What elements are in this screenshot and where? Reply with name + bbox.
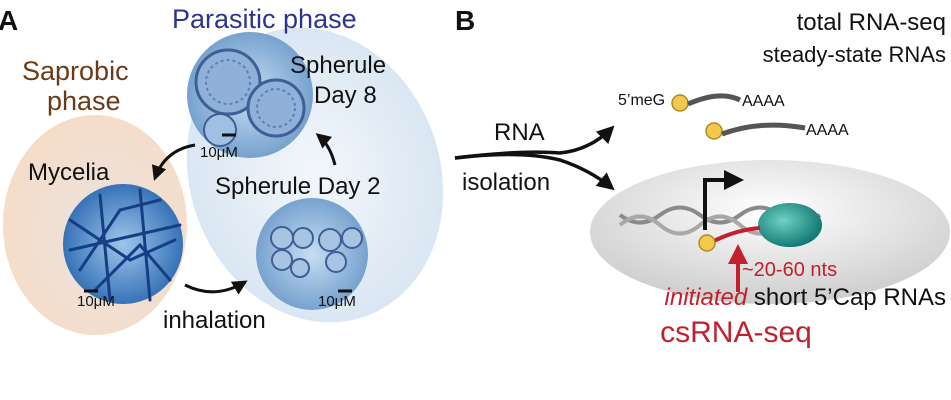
mycelia-label: Mycelia bbox=[28, 159, 110, 186]
panel-b-label: B bbox=[455, 5, 475, 36]
nascent-cap-icon bbox=[698, 234, 716, 252]
spherule-day2-label: Spherule Day 2 bbox=[215, 173, 380, 200]
parasitic-phase-title: Parasitic phase bbox=[172, 4, 357, 34]
panel-a: A Parasitic phase Saprobic phase 10μM Sp… bbox=[0, 4, 444, 335]
panel-a-label: A bbox=[0, 5, 18, 36]
steady-state-rnas-subtitle: steady-state RNAs bbox=[763, 42, 946, 67]
cap-icon-2 bbox=[705, 122, 723, 140]
arrow-spherule8-to-mycelia bbox=[151, 143, 196, 181]
rna-strand-2 bbox=[721, 122, 806, 137]
spherule-day8-line1: Spherule bbox=[290, 52, 386, 79]
scale-label-spherule2: 10μM bbox=[318, 293, 356, 310]
arrow-mycelia-to-spherule2 bbox=[184, 280, 248, 295]
spherule-day8-micrograph bbox=[187, 32, 313, 158]
polya-label-1: AAAA bbox=[742, 93, 785, 110]
spherule-day2-micrograph bbox=[256, 198, 368, 310]
rna-strand-1 bbox=[686, 93, 742, 107]
polymerase-icon bbox=[758, 203, 822, 247]
arrow-to-csrna bbox=[454, 152, 615, 191]
rna-label: RNA bbox=[494, 119, 545, 146]
panel-b: B total RNA-seq steady-state RNAs RNA is… bbox=[454, 5, 950, 349]
mycelia-micrograph bbox=[63, 184, 183, 304]
arrow-spherule2-to-spherule8 bbox=[315, 133, 337, 166]
saprobic-title-line1: Saprobic bbox=[22, 56, 129, 86]
saprobic-title-line2: phase bbox=[47, 86, 121, 116]
tss-arrow bbox=[703, 170, 744, 230]
scale-label-mycelia: 10μM bbox=[77, 293, 115, 310]
initiated-rnas-label: initiated short 5’Cap RNAs bbox=[665, 284, 946, 311]
csrna-seq-label: csRNA-seq bbox=[660, 316, 812, 349]
cap-label: 5’meG bbox=[618, 92, 665, 109]
inhalation-label: inhalation bbox=[163, 307, 266, 334]
nts-label: ~20-60 nts bbox=[742, 259, 837, 281]
total-rna-seq-title: total RNA-seq bbox=[797, 9, 946, 36]
polya-label-2: AAAA bbox=[806, 122, 849, 139]
scale-label-spherule8: 10μM bbox=[200, 144, 238, 161]
isolation-label: isolation bbox=[462, 169, 550, 196]
nascent-rna bbox=[711, 226, 761, 244]
cap-icon-1 bbox=[671, 94, 689, 112]
spherule-day8-line2: Day 8 bbox=[314, 82, 377, 109]
